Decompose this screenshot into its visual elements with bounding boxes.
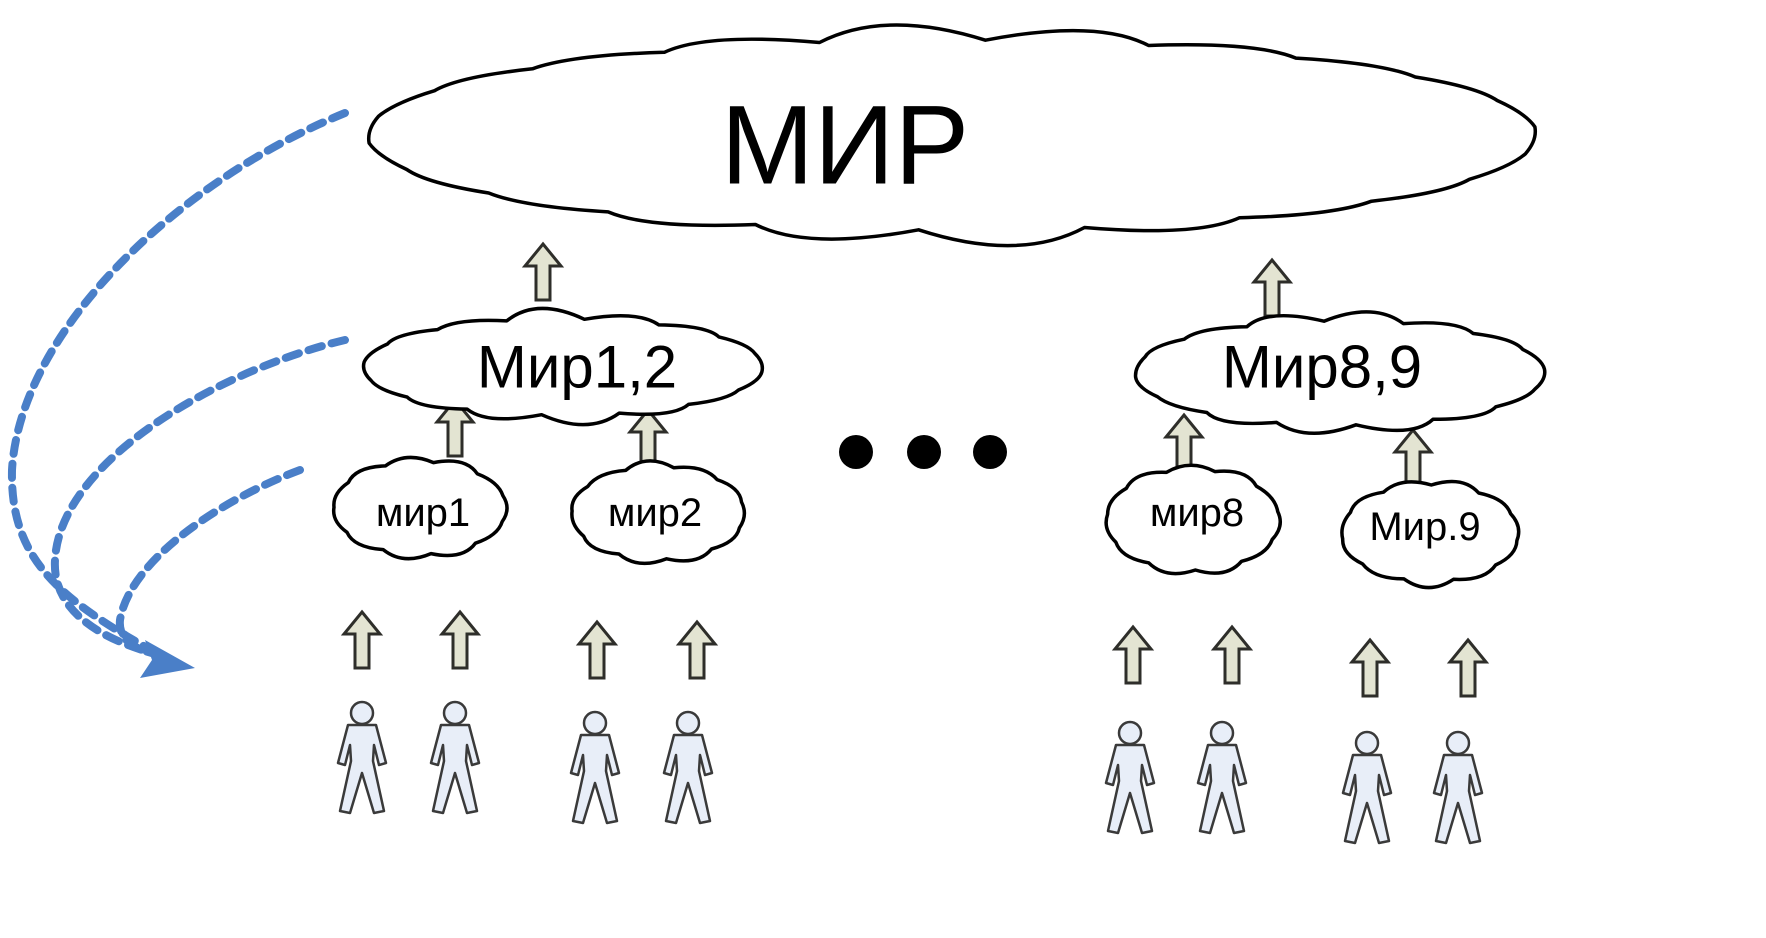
up-arrow-icon <box>628 408 668 468</box>
ellipsis-dot <box>907 435 941 469</box>
person-icon <box>1432 730 1484 845</box>
cloud-world-8-9 <box>1133 310 1547 435</box>
cloud-label-world-1: мир1 <box>376 491 470 535</box>
person-icon <box>1341 730 1393 845</box>
cloud-world-9 <box>1340 479 1521 590</box>
up-arrow-icon <box>1448 638 1488 698</box>
up-arrow-icon <box>523 242 563 302</box>
person-icon <box>1196 720 1248 835</box>
cloud-world-1-2 <box>361 306 765 427</box>
person-icon <box>1104 720 1156 835</box>
up-arrow-icon <box>1393 428 1433 488</box>
up-arrow-icon <box>440 610 480 670</box>
cloud-label-world-8-9: Мир8,9 <box>1222 334 1422 401</box>
up-arrow-icon <box>342 610 382 670</box>
cloud-world-2 <box>570 459 747 566</box>
cloud-world-8 <box>1104 463 1283 576</box>
up-arrow-icon <box>1164 413 1204 473</box>
flow-arrowhead-icon <box>140 640 195 678</box>
ellipsis-dots <box>839 435 1007 469</box>
person-icon <box>569 710 621 825</box>
flow-curve <box>50 336 349 659</box>
cloud-label-world-8: мир8 <box>1150 491 1244 535</box>
up-arrow-icon <box>677 620 717 680</box>
up-arrow-icon <box>577 620 617 680</box>
cloud-world <box>366 23 1538 248</box>
up-arrows <box>342 242 1488 698</box>
cloud-label-world-1-2: Мир1,2 <box>477 334 677 401</box>
people <box>336 700 1484 845</box>
person-icon <box>662 710 714 825</box>
ellipsis-dot <box>839 435 873 469</box>
up-arrow-icon <box>1350 638 1390 698</box>
clouds <box>331 23 1547 590</box>
cloud-label-world-2: мир2 <box>608 491 702 535</box>
ellipsis-dot <box>973 435 1007 469</box>
cloud-world-1 <box>331 455 509 561</box>
cloud-label-world-9: Мир.9 <box>1369 505 1480 549</box>
feedback-flow-arrows <box>7 109 349 678</box>
cloud-label-world: МИР <box>721 83 970 208</box>
person-icon <box>429 700 481 815</box>
flow-curve <box>7 109 349 659</box>
up-arrow-icon <box>1113 625 1153 685</box>
person-icon <box>336 700 388 815</box>
up-arrow-icon <box>1252 258 1292 318</box>
flow-curve <box>115 466 304 659</box>
up-arrow-icon <box>1212 625 1252 685</box>
